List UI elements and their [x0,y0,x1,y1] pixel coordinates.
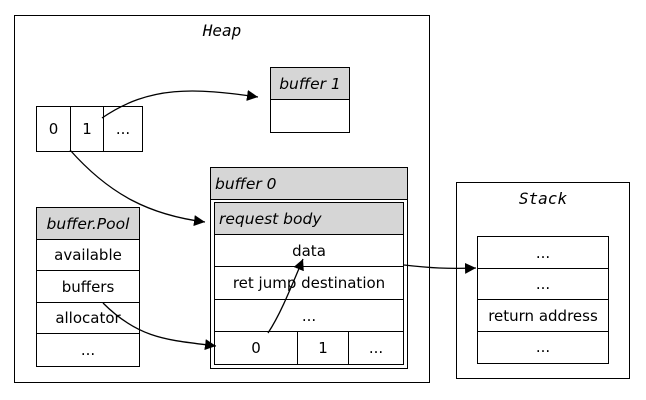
slice-cell-more: ... [103,106,143,152]
request-data-field: data [214,233,404,268]
request-more-field: ... [214,298,404,333]
ret-jump-destination-field: ret jump destination [214,266,404,300]
buffer0-cell-1: 1 [296,331,350,365]
slice-cell-1: 1 [69,106,105,152]
stack-row: ... [477,236,609,269]
buffer0-header: buffer 0 [210,167,408,200]
pool-field-available: available [36,238,140,272]
stack-title: Stack [518,189,568,208]
pool-field-more: ... [36,333,140,367]
heap-title: Heap [202,21,242,40]
buffer0-cell-more: ... [348,331,404,365]
stack-row: ... [477,330,609,364]
pool-header: buffer.Pool [36,207,140,240]
stack-row: ... [477,267,609,301]
slice-cell-0: 0 [36,106,71,152]
request-body-header: request body [214,202,404,235]
pool-field-allocator: allocator [36,301,140,335]
buffer1-header: buffer 1 [270,67,350,100]
buffer0-cell-0: 0 [214,331,298,365]
stack-return-address: return address [477,299,609,332]
pool-field-buffers: buffers [36,270,140,303]
buffer1-body [270,98,350,133]
